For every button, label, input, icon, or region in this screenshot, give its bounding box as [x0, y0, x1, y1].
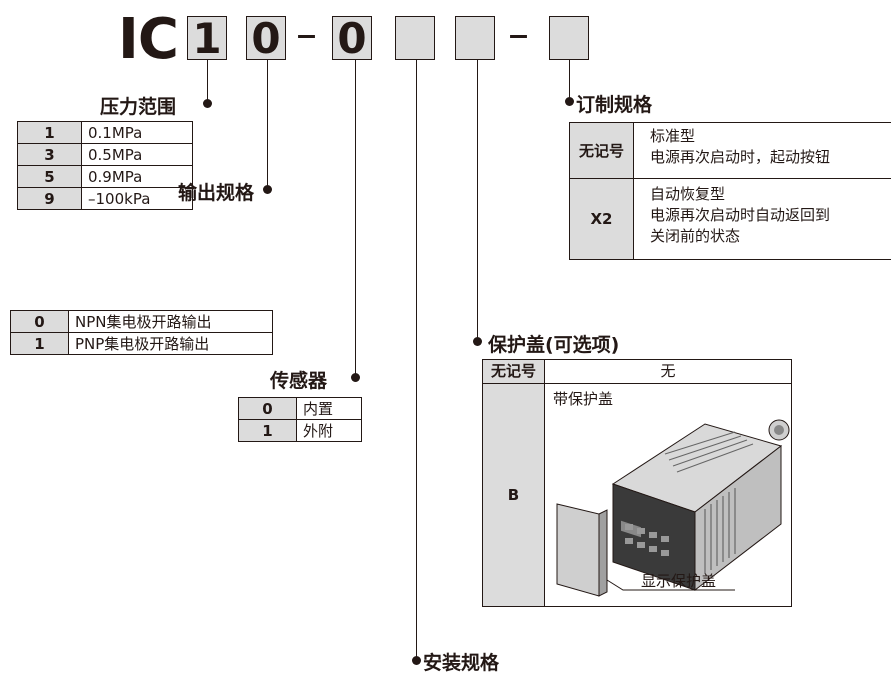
sensor-title: 传感器 [270, 370, 328, 392]
connector-dot [203, 99, 212, 108]
cover-table: 无记号 无 B 带保护盖 [482, 359, 792, 607]
table-row: 9–100kPa [17, 187, 193, 210]
table-cell-code: 5 [17, 165, 82, 188]
connector-line [477, 60, 478, 342]
code-box-custom [549, 16, 589, 60]
code-box-pressure: 1 [187, 16, 227, 61]
pressure-range-title: 压力范围 [100, 96, 177, 118]
code-dash: – [296, 9, 317, 58]
table-cell-value: 0.1MPa [81, 121, 193, 144]
table-cell-value: –100kPa [81, 187, 193, 210]
table-cell-code: 0 [238, 397, 297, 420]
controller-illustration [556, 419, 790, 597]
table-cell-value: 电源再次启动时自动返回到 [650, 206, 831, 224]
table-cell-code: X2 [570, 179, 634, 259]
mounting-title: 安装规格 [423, 652, 500, 674]
table-cell-code: 无记号 [570, 123, 634, 179]
table-cell-value: 电源再次启动时，起动按钮 [650, 148, 831, 166]
table-cell-code: 1 [10, 332, 69, 355]
code-box-sensor: 0 [332, 16, 372, 61]
code-box-mounting [395, 16, 435, 60]
table-cell-value: 0.5MPa [81, 143, 193, 166]
table-cell-value: 无 [545, 360, 791, 384]
connector-dot [412, 656, 421, 665]
table-cell-value: 自动恢复型 [650, 185, 726, 203]
cover-title: 保护盖(可选项) [488, 334, 620, 356]
custom-spec-title: 订制规格 [576, 94, 653, 116]
table-cell-code: 无记号 [483, 360, 545, 384]
table-cell-value: 关闭前的状态 [650, 227, 741, 245]
table-cell-code: 9 [17, 187, 82, 210]
table-cell-code: 1 [238, 419, 297, 442]
output-spec-title: 输出规格 [178, 182, 255, 204]
connector-dot [263, 185, 272, 194]
connector-line [355, 60, 356, 378]
table-cell-code: B [483, 384, 545, 606]
table-row: 自动恢复型 电源再次启动时自动返回到 关闭前的状态 [634, 179, 891, 259]
table-cell-code: 1 [17, 121, 82, 144]
connector-line [207, 60, 208, 104]
code-box-output: 0 [246, 16, 286, 61]
table-cell-value: 外附 [296, 419, 362, 442]
table-cell-value: NPN集电极开路输出 [68, 310, 273, 333]
table-row: 标准型 电源再次启动时，起动按钮 [634, 123, 891, 179]
connector-line [569, 60, 570, 102]
table-cell-code: 3 [17, 143, 82, 166]
connector-dot [351, 373, 360, 382]
code-dash: – [508, 9, 529, 58]
model-prefix: IC [118, 7, 179, 72]
table-cell-value: 带保护盖 [553, 390, 614, 408]
connector-line [267, 60, 268, 190]
table-cell-value: 0.9MPa [81, 165, 193, 188]
table-cell-value: 内置 [296, 397, 362, 420]
code-box-cover [455, 16, 495, 60]
table-cell-code: 0 [10, 310, 69, 333]
table-cell-value: 标准型 [650, 127, 696, 145]
table-cell-value: PNP集电极开路输出 [68, 332, 273, 355]
custom-spec-table: 无记号 标准型 电源再次启动时，起动按钮 X2 自动恢复型 电源再次启动时自动返… [569, 122, 891, 260]
connector-dot [473, 337, 482, 346]
connector-line [416, 60, 417, 660]
connector-dot [565, 97, 574, 106]
cover-callout-label: 显示保护盖 [641, 572, 717, 590]
